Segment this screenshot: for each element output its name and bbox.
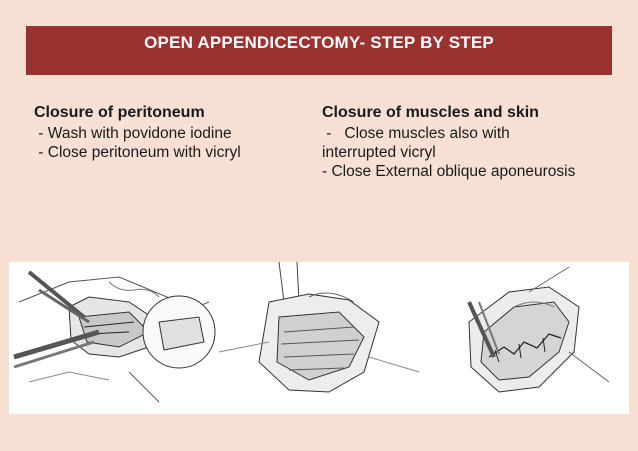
- title-bar: OPEN APPENDICECTOMY- STEP BY STEP: [26, 26, 612, 75]
- surgical-illustration: [9, 262, 629, 414]
- peritoneum-closure-drawing: [13, 270, 216, 403]
- left-column: Closure of peritoneum - Wash with povido…: [34, 103, 314, 162]
- page-title: OPEN APPENDICECTOMY- STEP BY STEP: [144, 32, 494, 52]
- aponeurosis-closure-drawing: [467, 266, 610, 393]
- left-column-line: - Close peritoneum with vicryl: [34, 144, 241, 161]
- left-column-line: - Wash with povidone iodine: [34, 125, 232, 142]
- left-column-heading: Closure of peritoneum: [34, 104, 205, 121]
- right-column: Closure of muscles and skin - Close musc…: [322, 103, 634, 181]
- right-column-heading: Closure of muscles and skin: [322, 104, 539, 121]
- right-column-line: - Close External oblique aponeurosis: [322, 163, 576, 180]
- right-column-line: interrupted vicryl: [322, 144, 436, 161]
- muscle-closure-drawing: [218, 262, 420, 393]
- right-column-line: - Close muscles also with: [322, 125, 510, 142]
